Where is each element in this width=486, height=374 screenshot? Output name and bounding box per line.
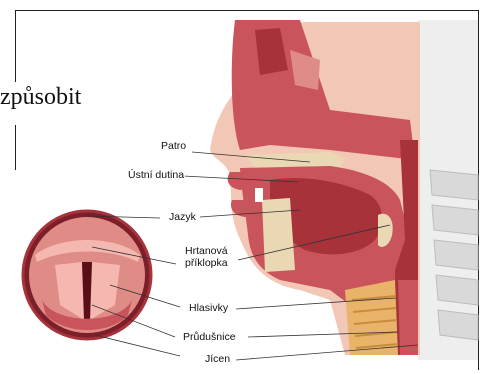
label-hrtanova-priklopka: Hrtanová příklopka [184, 245, 229, 269]
cropped-slide-text: způsobit [0, 84, 81, 111]
spine [418, 20, 478, 360]
label-jicen: Jícen [204, 353, 231, 365]
label-hlasivky: Hlasivky [188, 302, 229, 314]
label-patro: Patro [160, 140, 187, 152]
teeth [255, 188, 263, 202]
lower-jaw-bone [262, 198, 295, 272]
vocal-cords-inset [23, 211, 151, 339]
label-ustni-dutina: Ústní dutina [127, 169, 185, 181]
label-hrtanova-line1: Hrtanová [185, 245, 228, 257]
label-prudusnice: Průdušnice [182, 331, 237, 343]
label-jazyk: Jazyk [168, 211, 197, 223]
esophagus [398, 280, 418, 355]
trachea [345, 280, 398, 355]
label-hrtanova-line2: příklopka [185, 257, 228, 269]
